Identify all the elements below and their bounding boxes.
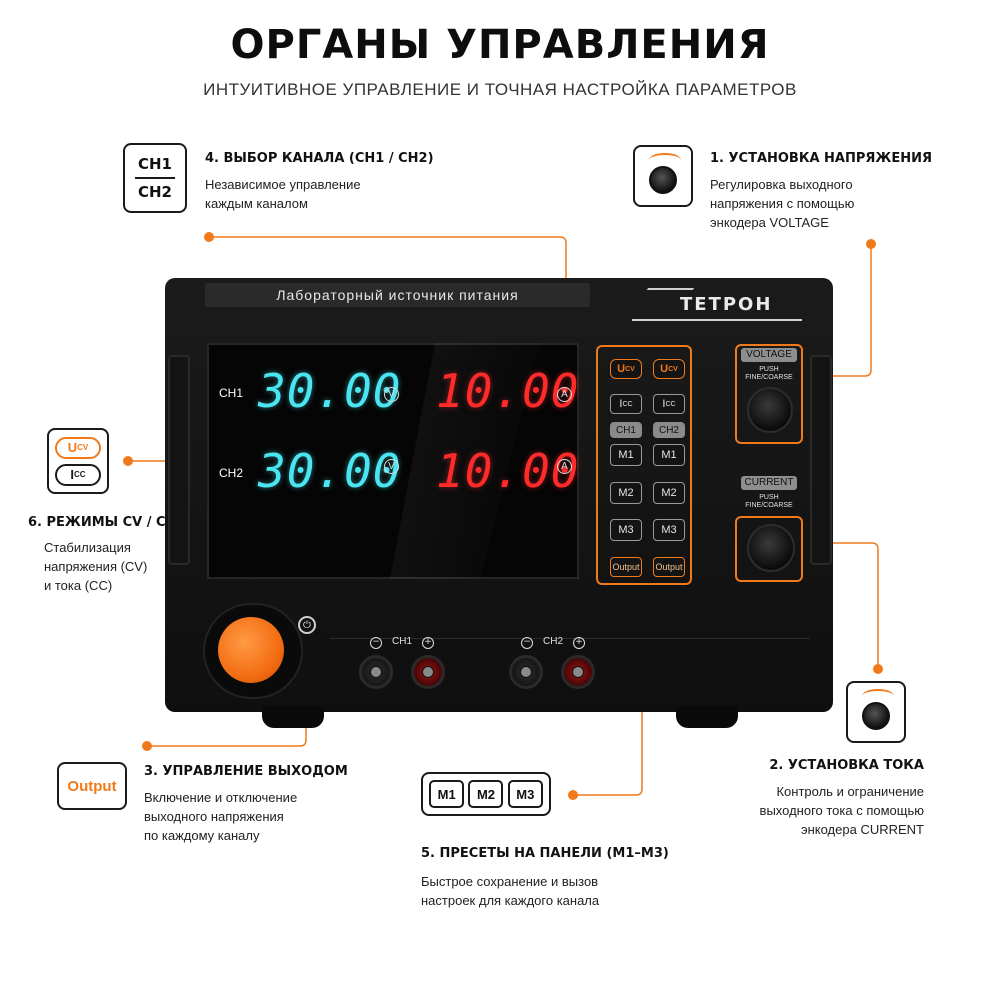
- line-current: [805, 542, 879, 668]
- feature-modes-title: 6. РЕЖИМЫ CV / CC: [28, 515, 176, 530]
- current-push-label: PUSH FINE/COARSE: [745, 494, 793, 509]
- preset-m1-icon: M1: [429, 780, 465, 808]
- channel-select-icon: CH1 CH2: [123, 143, 187, 213]
- ch2-negative-terminal[interactable]: [509, 655, 543, 689]
- brand-logo: ТЕТРОН: [680, 294, 773, 315]
- channel-divider: [135, 177, 175, 179]
- current-encoder-label: CURRENT: [741, 476, 797, 490]
- preset-m2-icon: M2: [468, 780, 504, 808]
- output-icon: Output: [57, 762, 127, 810]
- knob-icon: [862, 702, 890, 730]
- ch1-amp-unit: A: [557, 387, 572, 402]
- rotation-arrow-icon: [862, 689, 894, 703]
- keypad-frame: [596, 345, 692, 585]
- feature-output-title: 3. УПРАВЛЕНИЕ ВЫХОДОМ: [144, 764, 348, 779]
- page-subtitle: ИНТУИТИВНОЕ УПРАВЛЕНИЕ И ТОЧНАЯ НАСТРОЙК…: [203, 80, 797, 99]
- voltage-push-label: PUSH FINE/COARSE: [745, 366, 793, 381]
- current-encoder-frame: [735, 516, 803, 582]
- ch1-plus-symbol: +: [422, 637, 434, 649]
- feature-presets-desc: Быстрое сохранение и вызов настроек для …: [421, 874, 600, 908]
- ch1-positive-terminal[interactable]: [411, 655, 445, 689]
- ch1-negative-terminal[interactable]: [359, 655, 393, 689]
- feature-voltage-desc: Регулировка выходного напряжения с помощ…: [710, 177, 855, 230]
- left-foot: [262, 706, 324, 728]
- callout-dot-output: [142, 741, 152, 751]
- voltage-knob[interactable]: [747, 387, 793, 433]
- voltage-encoder-label: VOLTAGE: [741, 348, 797, 362]
- rotary-knob-icon: [633, 145, 693, 207]
- callout-dot-current: [873, 664, 883, 674]
- ch2-volt-unit: V: [384, 459, 399, 474]
- callout-dot-modes: [123, 456, 133, 466]
- power-button[interactable]: [218, 617, 284, 683]
- ch1-m1-button[interactable]: M1: [610, 444, 642, 466]
- ch2-current-readout: 10.00: [436, 444, 580, 498]
- presets-icon: M1 M2 M3: [421, 772, 551, 816]
- voltage-encoder-frame: [735, 344, 803, 444]
- page-title: ОРГАНЫ УПРАВЛЕНИЯ: [230, 22, 770, 68]
- feature-voltage-title: 1. УСТАНОВКА НАПРЯЖЕНИЯ: [710, 151, 932, 166]
- ch2-select-button[interactable]: CH2: [653, 422, 685, 438]
- ch1-terminal-label: CH1: [392, 636, 413, 647]
- ch1-volt-unit: V: [384, 387, 399, 402]
- ch2-m3-button[interactable]: M3: [653, 519, 685, 541]
- display-ch1-label: CH1: [219, 386, 244, 400]
- model-label: Лабораторный источник питания: [205, 283, 590, 307]
- ch2-m2-button[interactable]: M2: [653, 482, 685, 504]
- display-ch2-label: CH2: [219, 466, 244, 480]
- ch2-minus-symbol: −: [521, 637, 533, 649]
- rotary-knob-icon: [846, 681, 906, 743]
- ch1-m2-button[interactable]: M2: [610, 482, 642, 504]
- ch1-icon-label: CH1: [138, 155, 172, 173]
- ch2-icon-label: CH2: [138, 183, 172, 201]
- left-handle-front: [168, 355, 190, 565]
- ch1-output-button[interactable]: Output: [610, 557, 642, 577]
- preset-m3-icon: M3: [507, 780, 543, 808]
- ch1-select-button[interactable]: CH1: [610, 422, 642, 438]
- rotation-arrow-icon: [649, 153, 681, 167]
- knob-icon: [649, 166, 677, 194]
- feature-channel-desc: Независимое управление каждым каналом: [205, 177, 361, 211]
- line-output: [147, 630, 307, 747]
- ch1-m3-button[interactable]: M3: [610, 519, 642, 541]
- feature-modes-desc: Стабилизация напряжения (CV) и тока (CC): [44, 540, 148, 593]
- feature-output-desc: Включение и отключение выходного напряже…: [144, 790, 298, 843]
- current-knob[interactable]: [747, 524, 795, 572]
- callout-dot-channel: [204, 232, 214, 242]
- ch1-voltage-readout: 30.00: [258, 364, 402, 418]
- feature-presets-title: 5. ПРЕСЕТЫ НА ПАНЕЛИ (M1–M3): [421, 846, 669, 861]
- feature-current-title: 2. УСТАНОВКА ТОКА: [769, 758, 924, 773]
- line-presets: [573, 585, 643, 796]
- callout-dot-voltage: [866, 239, 876, 249]
- ch2-voltage-readout: 30.00: [258, 444, 402, 498]
- brand-plate: [632, 291, 802, 321]
- ch1-minus-symbol: −: [370, 637, 382, 649]
- ch2-output-button[interactable]: Output: [653, 557, 685, 577]
- ch2-terminal-label: CH2: [543, 636, 564, 647]
- right-handle-front: [810, 355, 832, 565]
- ch2-positive-terminal[interactable]: [561, 655, 595, 689]
- ch1-current-readout: 10.00: [436, 364, 580, 418]
- ch2-amp-unit: A: [557, 459, 572, 474]
- ch2-m1-button[interactable]: M1: [653, 444, 685, 466]
- power-icon: ⏻: [298, 616, 316, 634]
- feature-current-desc: Контроль и ограничение выходного тока с …: [759, 784, 924, 837]
- callout-dot-presets: [568, 790, 578, 800]
- ch2-plus-symbol: +: [573, 637, 585, 649]
- feature-channel-title: 4. ВЫБОР КАНАЛА (CH1 / CH2): [205, 151, 434, 166]
- right-foot: [676, 706, 738, 728]
- line-voltage: [795, 244, 872, 377]
